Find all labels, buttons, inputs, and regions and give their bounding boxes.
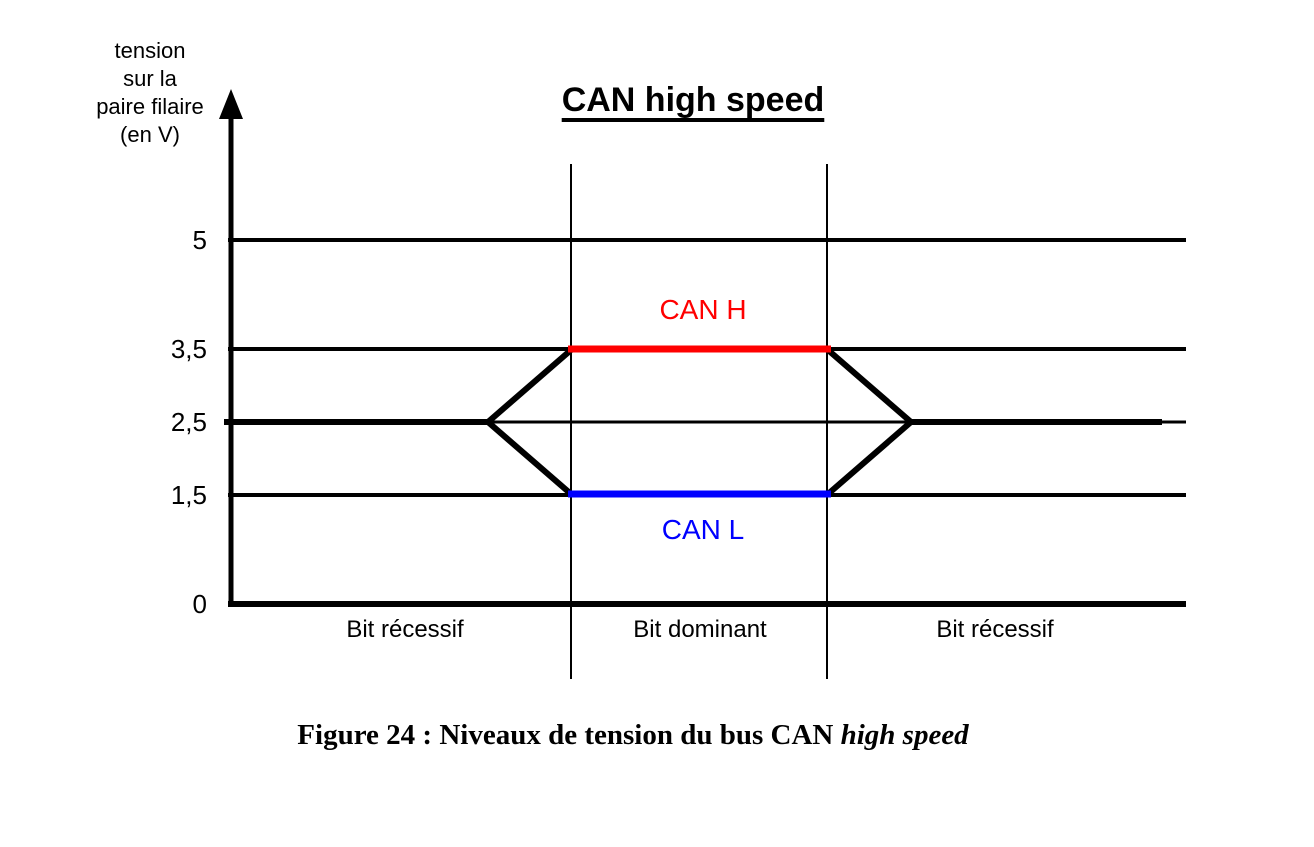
y-axis-label: tension sur la paire filaire (en V): [55, 37, 245, 149]
chart-title-text: CAN high speed: [561, 81, 825, 119]
figure-caption-text: Figure 24 : Niveaux de tension du bus CA…: [297, 719, 841, 751]
tick-label-2v5: 2,5: [170, 407, 207, 437]
region-label-dominant: Bit dominant: [633, 616, 767, 643]
tick-label-3v5: 3,5: [170, 334, 207, 364]
transition-right-rise: [825, 419, 914, 497]
y-axis-label-line: tension: [114, 38, 186, 63]
chart-title: CAN high speed: [393, 80, 993, 120]
figure-caption-italic-text: high speed: [840, 719, 969, 751]
y-axis-arrow-icon: [219, 89, 243, 119]
can-h-label: CAN H: [659, 294, 747, 325]
y-axis-label-line: sur la: [123, 66, 177, 91]
tick-label-0v: 0: [192, 589, 207, 619]
tick-label-5v: 5: [192, 225, 207, 255]
region-label-recessive-left: Bit récessif: [346, 616, 464, 643]
y-axis-label-line: (en V): [120, 122, 180, 147]
transition-right-fall: [825, 347, 914, 425]
transition-left-fall: [485, 419, 574, 497]
can-l-label: CAN L: [661, 514, 745, 545]
transition-left-rise: [485, 347, 574, 425]
tick-label-1v5: 1,5: [170, 480, 207, 510]
y-axis-label-line: paire filaire: [96, 94, 204, 119]
region-label-recessive-right: Bit récessif: [936, 616, 1054, 643]
figure-caption: Figure 24 : Niveaux de tension du bus CA…: [0, 718, 1266, 752]
